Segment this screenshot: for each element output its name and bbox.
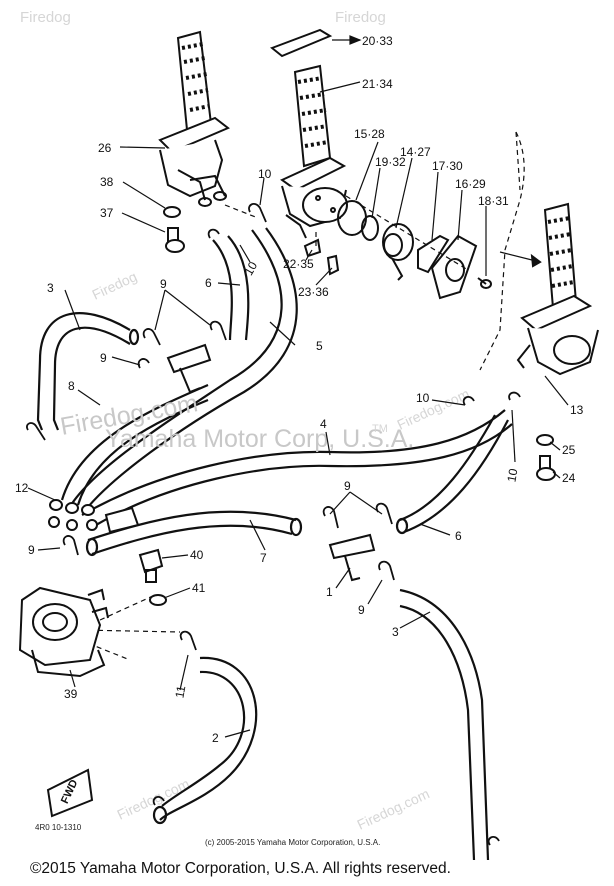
callout-5: 5 — [316, 339, 323, 353]
callout-6a: 6 — [205, 276, 212, 290]
callout-6b: 6 — [455, 529, 462, 543]
callout-38: 38 — [100, 175, 114, 189]
drawing-code: 4R0 10-1310 — [35, 823, 82, 832]
callout-13: 13 — [570, 403, 584, 417]
washer-41 — [149, 594, 167, 606]
watermark-tm: TM — [372, 423, 388, 435]
callout-9e: 9 — [358, 603, 365, 617]
knob-14-27 — [382, 223, 414, 281]
callout-39: 39 — [64, 687, 78, 701]
bolt-40 — [138, 548, 164, 583]
callout-24: 24 — [562, 471, 576, 485]
callout-4: 4 — [320, 417, 327, 431]
callout-40: 40 — [190, 548, 204, 562]
callout-1: 1 — [326, 585, 333, 599]
callout-25: 25 — [562, 443, 576, 457]
callout-3a: 3 — [47, 281, 54, 295]
fwd-arrow-tag: FWD — [46, 768, 94, 818]
callout-19-32: 19·32 — [375, 155, 406, 169]
fuel-cock-center — [280, 64, 348, 239]
fitting-22-23 — [303, 238, 340, 276]
callout-9d: 9 — [28, 543, 35, 557]
o-ring-19-32 — [361, 215, 379, 241]
callout-26: 26 — [98, 141, 112, 155]
wave-washer-17-30 — [417, 234, 450, 274]
callout-41: 41 — [192, 581, 206, 595]
dashed-leaders — [79, 131, 525, 661]
small-copyright: (c) 2005-2015 Yamaha Motor Corporation, … — [205, 838, 380, 847]
callout-7: 7 — [260, 551, 267, 565]
washer-25 — [536, 434, 554, 446]
callout-2: 2 — [212, 731, 219, 745]
watermark-tile: Firedog — [20, 9, 71, 26]
hose-clamps — [26, 203, 521, 846]
bolt-37 — [165, 227, 185, 253]
watermark-main: Yamaha Motor Corp, U.S.A. — [105, 425, 414, 453]
callout-10d: 10 — [504, 467, 520, 483]
screw-18-31 — [477, 277, 492, 289]
watermark-tile: Firedog.com — [355, 785, 432, 832]
callout-9b: 9 — [100, 351, 107, 365]
watermark-tile: Firedog — [90, 268, 140, 303]
tee-joints — [104, 343, 376, 582]
washer-38 — [163, 206, 181, 218]
callout-10c: 10 — [416, 391, 430, 405]
callout-20-33: 20·33 — [362, 34, 393, 48]
fuel-cock-right — [499, 202, 599, 376]
callout-10a: 10 — [258, 167, 272, 181]
fuel-pump-39 — [18, 586, 109, 678]
callout-9a: 9 — [160, 277, 167, 291]
callout-3b: 3 — [392, 625, 399, 639]
callout-37: 37 — [100, 206, 114, 220]
hose-ends-12 — [48, 499, 98, 531]
callout-14-27: 14·27 — [400, 145, 431, 159]
callout-11: 11 — [172, 684, 188, 699]
callout-8: 8 — [68, 379, 75, 393]
plate-16-29 — [430, 234, 478, 300]
footer-copyright: ©2015 Yamaha Motor Corporation, U.S.A. A… — [30, 860, 451, 877]
callout-labels: 20·33 21·34 26 15·28 14·27 19·32 17·30 1… — [15, 34, 584, 745]
callout-17-30: 17·30 — [432, 159, 463, 173]
callout-16-29: 16·29 — [455, 177, 486, 191]
callout-9c: 9 — [344, 479, 351, 493]
callout-21-34: 21·34 — [362, 77, 393, 91]
callout-23-36: 23·36 — [298, 285, 329, 299]
callout-22-35: 22·35 — [283, 257, 314, 271]
gasket-20-33 — [270, 28, 360, 58]
callout-15-28: 15·28 — [354, 127, 385, 141]
watermark-tile: Firedog — [335, 9, 386, 26]
callout-10b: 10 — [241, 259, 260, 278]
hoses — [36, 227, 513, 861]
callout-18-31: 18·31 — [478, 194, 509, 208]
fuel-cock-left — [158, 30, 230, 207]
callout-12: 12 — [15, 481, 29, 495]
callout-leaders — [27, 35, 569, 738]
bolt-24 — [536, 455, 556, 481]
